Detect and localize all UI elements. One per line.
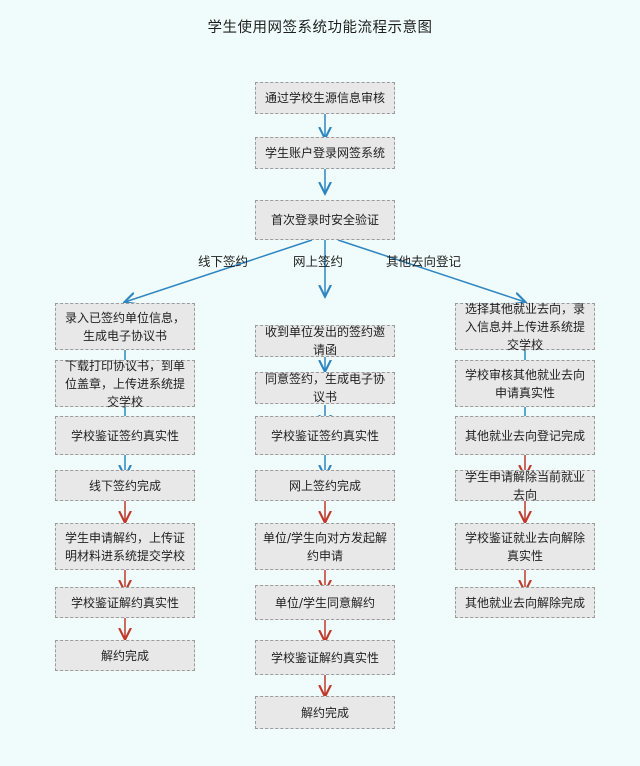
node-n1[interactable]: 通过学校生源信息审核 [255,82,395,114]
node-M6[interactable]: 单位/学生同意解约 [255,585,395,620]
fork-connectors [125,239,525,302]
node-L4[interactable]: 线下签约完成 [55,470,195,501]
node-R6[interactable]: 其他就业去向解除完成 [455,587,595,618]
node-R3[interactable]: 其他就业去向登记完成 [455,416,595,455]
node-L7[interactable]: 解约完成 [55,640,195,671]
node-M5[interactable]: 单位/学生向对方发起解约申请 [255,523,395,570]
node-L6[interactable]: 学校鉴证解约真实性 [55,587,195,618]
page-title: 学生使用网签系统功能流程示意图 [207,20,433,36]
node-L1[interactable]: 录入已签约单位信息，生成电子协议书 [55,303,195,350]
node-L5[interactable]: 学生申请解约，上传证明材料进系统提交学校 [55,523,195,570]
node-R4[interactable]: 学生申请解除当前就业去向 [455,470,595,502]
node-M3[interactable]: 学校鉴证签约真实性 [255,416,395,455]
node-M4[interactable]: 网上签约完成 [255,470,395,501]
node-n3[interactable]: 首次登录时安全验证 [255,200,395,240]
node-M7[interactable]: 学校鉴证解约真实性 [255,640,395,675]
node-M2[interactable]: 同意签约，生成电子协议书 [255,372,395,404]
node-R2[interactable]: 学校审核其他就业去向申请真实性 [455,360,595,407]
node-M1[interactable]: 收到单位发出的签约邀请函 [255,325,395,357]
node-L3[interactable]: 学校鉴证签约真实性 [55,416,195,455]
branch-label-offline: 线下签约 [198,254,249,269]
branch-label-other: 其他去向登记 [386,254,462,269]
node-M8[interactable]: 解约完成 [255,696,395,729]
node-n2[interactable]: 学生账户登录网签系统 [255,137,395,169]
node-R5[interactable]: 学校鉴证就业去向解除真实性 [455,523,595,570]
node-L2[interactable]: 下载打印协议书，到单位盖章，上传进系统提交学校 [55,359,195,409]
node-R1[interactable]: 选择其他就业去向，录入信息并上传进系统提交学校 [455,302,595,352]
branch-label-online: 网上签约 [293,254,344,269]
